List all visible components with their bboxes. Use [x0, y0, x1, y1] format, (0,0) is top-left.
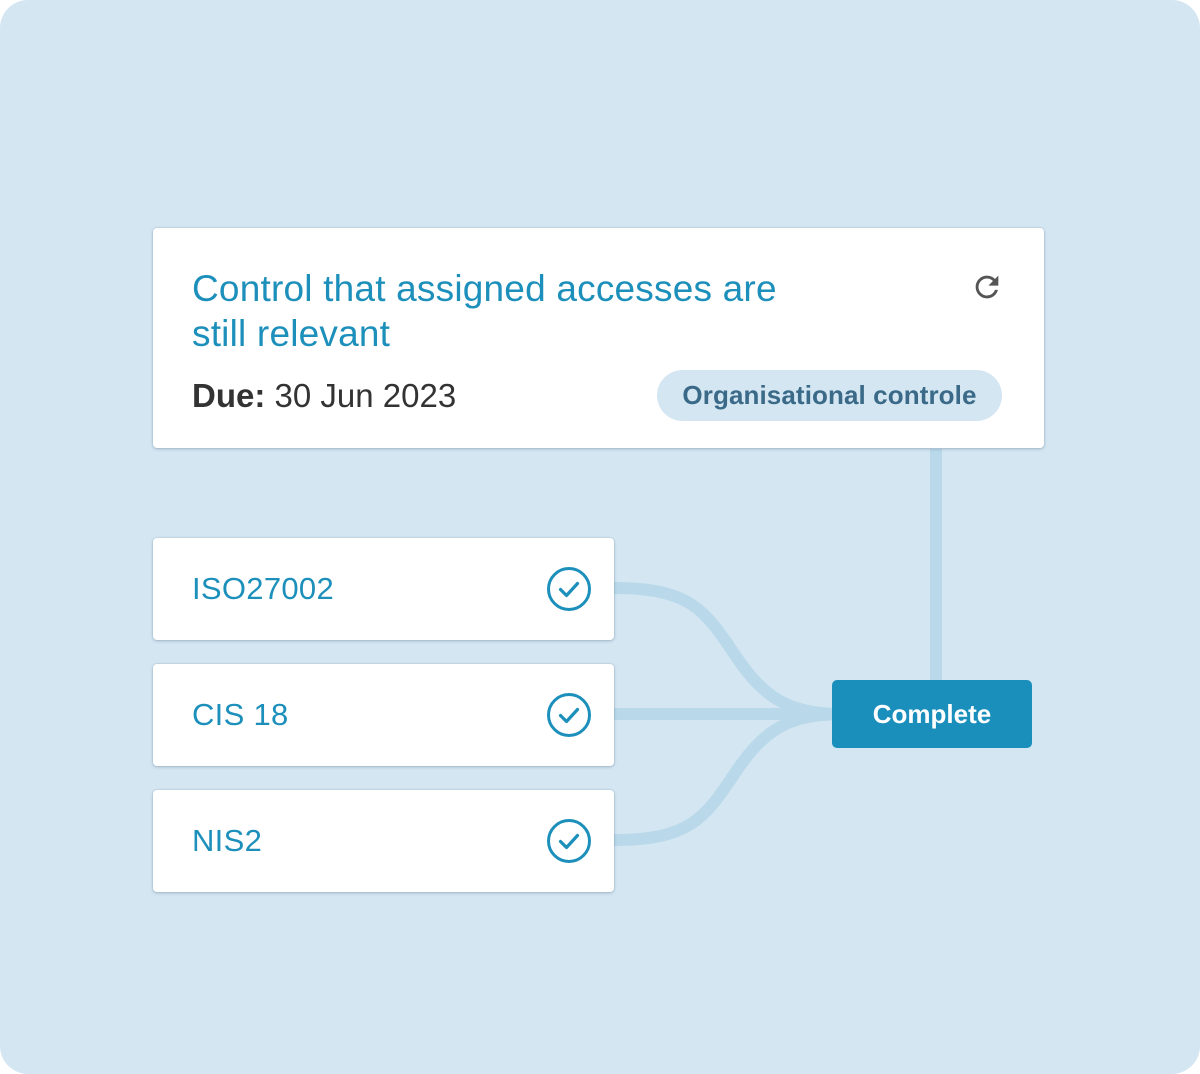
standard-label: ISO27002: [192, 571, 335, 606]
check-circle-icon: [547, 819, 591, 863]
refresh-icon: [975, 275, 999, 299]
check-circle-icon: [547, 567, 591, 611]
category-tag: Organisational controle: [657, 370, 1002, 421]
task-card[interactable]: Control that assigned accesses are still…: [153, 228, 1044, 448]
standard-label: NIS2: [192, 823, 263, 858]
due-date-value: 30 Jun 2023: [274, 377, 457, 414]
standard-card-cis18[interactable]: CIS 18: [153, 664, 614, 766]
connector-nis2: [613, 708, 841, 846]
refresh-button[interactable]: [969, 269, 1005, 305]
standard-card-nis2[interactable]: NIS2: [153, 790, 614, 892]
due-date: Due: 30 Jun 2023: [192, 376, 456, 416]
connector-iso27002: [613, 582, 841, 720]
task-title: Control that assigned accesses are still…: [192, 268, 777, 354]
complete-button[interactable]: Complete: [832, 680, 1032, 748]
due-label: Due:: [192, 377, 266, 414]
check-circle-icon: [547, 693, 591, 737]
standard-label: CIS 18: [192, 697, 289, 732]
standard-card-iso27002[interactable]: ISO27002: [153, 538, 614, 640]
